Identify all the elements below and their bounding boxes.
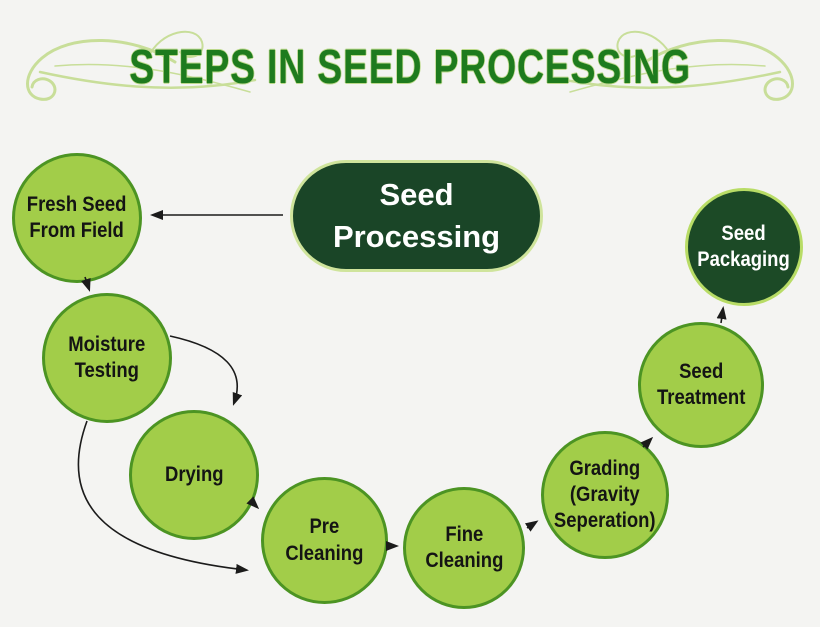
node-label: Moisture Testing (68, 332, 146, 382)
page-title-text: STEPS IN SEED PROCESSING (129, 41, 691, 94)
node-label: Seed Packaging (697, 221, 791, 271)
node-drying: Drying (129, 410, 259, 540)
page-title: STEPS IN SEED PROCESSING (0, 40, 820, 95)
node-label: Seed Treatment (656, 359, 746, 409)
node-moisture-testing: Moisture Testing (42, 293, 172, 423)
node-seed-processing: Seed Processing (290, 160, 543, 272)
node-label: Drying (164, 462, 224, 486)
node-grading-gravity-seperation: Grading (Gravity Seperation) (541, 431, 669, 559)
node-pre-cleaning: Pre Cleaning (261, 477, 388, 604)
arrow-fine-cleaning-to-grading (524, 520, 539, 532)
node-label: Fresh Seed From Field (27, 192, 127, 242)
node-seed-processing-label: Seed Processing (332, 177, 501, 254)
node-label: Fine Cleaning (424, 522, 504, 572)
arrow-moisture-testing-to-drying (169, 335, 243, 406)
node-label: Pre Cleaning (285, 515, 364, 565)
node-fine-cleaning: Fine Cleaning (403, 487, 525, 609)
node-label: Grading (Gravity Seperation) (554, 456, 656, 533)
arrow-seed-treatment-to-seed-packaging (716, 306, 727, 324)
node-fresh-seed-from-field: Fresh Seed From Field (12, 153, 142, 283)
node-seed-packaging: Seed Packaging (685, 188, 803, 306)
node-seed-treatment: Seed Treatment (638, 322, 764, 448)
